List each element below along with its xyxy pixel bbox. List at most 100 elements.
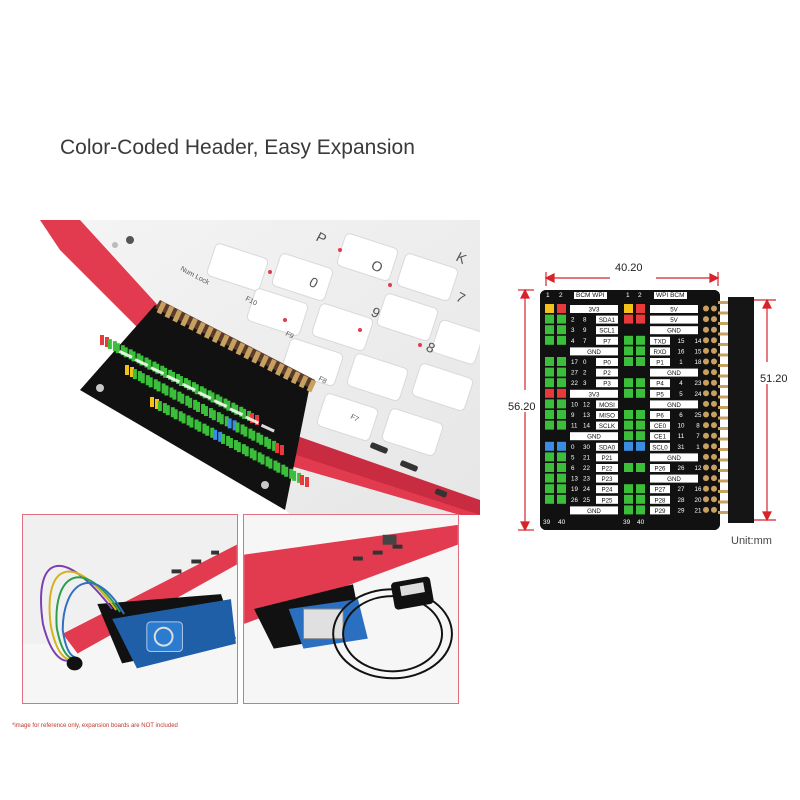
header-pin: [233, 440, 238, 451]
header-pin: [636, 420, 645, 430]
left-label-box: [570, 432, 618, 441]
header-pin: [169, 387, 174, 398]
right-bcm: 14: [695, 338, 702, 345]
gold-tooth: [298, 375, 309, 389]
header-pin: [624, 304, 633, 313]
side-pin: [718, 364, 728, 367]
header-pin: [557, 463, 566, 472]
header-pin: [636, 367, 645, 377]
header-pin: [189, 417, 194, 428]
height-dimension-left: 56.20: [508, 401, 536, 413]
left-pin-name: P25: [601, 497, 613, 504]
right-wpi: 16: [678, 348, 685, 355]
left-wpi: 0: [583, 359, 587, 366]
left-label-box: [596, 400, 618, 409]
header-pin: [140, 373, 145, 384]
header-pin: [180, 393, 185, 404]
header-pin: [260, 454, 265, 465]
header-pin: [624, 494, 633, 504]
right-pin-name: 5V: [670, 317, 678, 324]
header-pin: [624, 388, 633, 398]
gold-pin: [711, 411, 717, 418]
right-bcm: 25: [695, 412, 702, 419]
right-bcm: 8: [696, 423, 700, 430]
gold-tooth: [180, 313, 190, 327]
left-bcm: 13: [571, 476, 578, 483]
height-dimension-right: 51.20: [760, 373, 788, 385]
right-label-box: [650, 347, 670, 356]
left-bcm: 6: [571, 465, 575, 472]
gold-tooth: [219, 334, 230, 348]
header-pin: [624, 399, 633, 409]
header-pin: [164, 385, 169, 396]
header-pin: [292, 470, 297, 481]
right-wpi: 31: [678, 444, 685, 451]
right-label-box: [650, 442, 670, 451]
right-pin-name: GND: [667, 402, 681, 409]
gold-tooth: [156, 301, 167, 315]
header-pin: [128, 349, 133, 360]
gold-pin: [703, 326, 709, 333]
right-pin-name: CE0: [654, 423, 667, 430]
header-pin: [624, 346, 633, 356]
header-pin: [636, 314, 645, 324]
right-label-box: [650, 400, 698, 409]
gold-tooth: [306, 379, 317, 393]
header-pin: [194, 384, 199, 395]
left-label-box: [596, 495, 618, 504]
gold-pin: [711, 390, 717, 397]
right-label-box: [650, 474, 698, 483]
header-pin: [557, 484, 566, 494]
left-wpi: 22: [583, 465, 590, 472]
gold-pin: [703, 432, 709, 439]
left-label-box: [570, 347, 618, 356]
left-label-box: [596, 421, 618, 430]
header-pin: [208, 408, 213, 419]
right-label-box: [650, 506, 670, 515]
header-pin: [545, 505, 554, 515]
gold-pin: [711, 347, 717, 354]
gold-pin: [703, 411, 709, 418]
header-pin: [136, 353, 141, 364]
header-pin: [636, 494, 645, 504]
left-pin-name: MOSI: [599, 402, 615, 409]
side-pin: [718, 406, 728, 409]
header-pin: [257, 452, 262, 463]
header-pin: [545, 346, 554, 356]
header-pin: [545, 399, 554, 409]
right-pin-name: P27: [654, 487, 666, 494]
header-pin: [250, 413, 254, 423]
side-pin: [718, 469, 728, 472]
header-pin: [273, 460, 278, 471]
right-pin-name: CE1: [654, 434, 667, 441]
header-pin: [247, 410, 252, 421]
right-pin-name: P6: [656, 413, 664, 420]
header-pin: [252, 450, 257, 461]
header-pin: [557, 420, 566, 430]
gold-pin: [711, 485, 717, 492]
pin-number-40: 40: [558, 519, 566, 526]
side-pin: [718, 395, 728, 399]
header-pin: [161, 383, 166, 394]
left-pin-name: P7: [603, 338, 611, 345]
header-pin: [211, 410, 216, 421]
left-pin-name: MISO: [599, 413, 615, 420]
left-pin-name: 3V3: [588, 391, 600, 398]
side-pin: [718, 353, 728, 357]
keyboard-photo-illustration: Num Lock F10 F9 F8 F7 0 9 8 7 O P K: [40, 220, 480, 515]
header-pin: [259, 434, 264, 445]
header-pin: [144, 357, 149, 368]
header-pin: [207, 390, 212, 401]
header-pin: [267, 438, 272, 449]
header-pin: [636, 505, 645, 515]
gold-pin: [703, 485, 709, 492]
header-pin: [150, 397, 154, 407]
side-pin: [718, 416, 728, 420]
right-wpi: 26: [678, 465, 685, 472]
header-pin: [256, 432, 261, 443]
unit-label: Unit:mm: [731, 535, 772, 547]
header-pin: [545, 314, 554, 324]
header-pin: [545, 410, 554, 419]
header-pin: [227, 418, 232, 429]
